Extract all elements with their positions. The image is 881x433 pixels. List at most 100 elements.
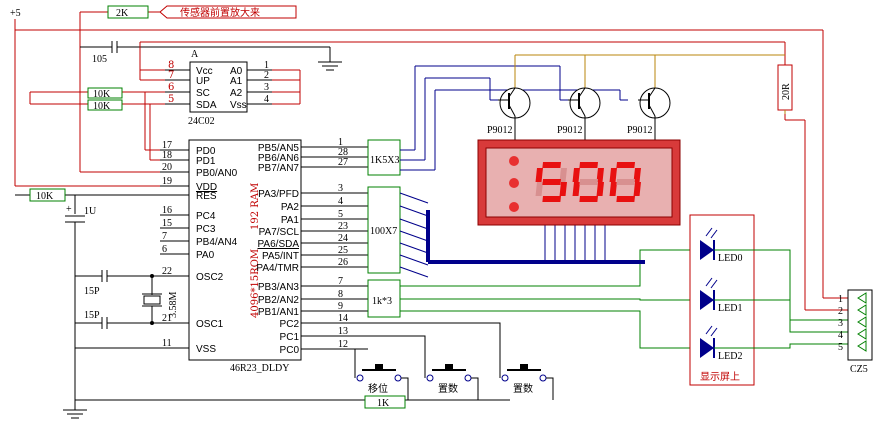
resistor-10k-a — [87, 87, 123, 99]
bus-entry — [399, 218, 429, 230]
junction-osc1 — [150, 321, 154, 325]
network-1k5x3 — [367, 139, 401, 176]
led-return-wire — [714, 249, 848, 321]
segment-g — [542, 179, 562, 185]
led-return-wire — [714, 299, 848, 333]
push-button[interactable] — [368, 335, 479, 400]
eeprom-pin-label: A2 — [230, 88, 243, 99]
eeprom-pin-label: SDA — [196, 100, 217, 111]
segment-b — [596, 168, 604, 182]
eeprom-part: 24C02 — [188, 116, 215, 127]
led-drive-wire — [400, 310, 700, 349]
segment-a — [579, 162, 598, 168]
mcu-pin-label: PA6/SDA — [258, 239, 300, 250]
connector-pin-number: 2 — [838, 306, 843, 317]
ground-symbol-bottom — [63, 400, 87, 419]
eeprom-pin-number: 5 — [168, 94, 174, 105]
eeprom-pin-label: Vcc — [196, 66, 213, 77]
ground-symbol-top — [318, 47, 342, 71]
network-100x7 — [367, 186, 401, 274]
bus-entry — [399, 254, 429, 266]
connector-pin — [857, 340, 867, 352]
resistor-1k — [364, 395, 406, 409]
eeprom-pin-label: A1 — [230, 76, 243, 87]
connector-pin-number: 4 — [838, 330, 843, 341]
display-dot-3 — [509, 202, 519, 212]
mcu-part: 46R23_DLDY — [230, 363, 289, 374]
led-label: LED2 — [718, 351, 742, 362]
mcu-pin-number: 16 — [162, 205, 172, 216]
sensor-input-label: 传感器前置放大来 — [180, 6, 260, 19]
mcu-pin-label: VSS — [196, 344, 216, 355]
eeprom-pin-label: Vss — [230, 100, 247, 111]
connector-pin-number: 1 — [838, 294, 843, 305]
connector-pin-number: 3 — [838, 318, 843, 329]
eeprom-pin-number: 8 — [168, 60, 174, 71]
led-drive-wire — [400, 298, 700, 301]
buttons: 移位 置数 置数 — [354, 322, 554, 400]
resistor-20r-wires — [140, 41, 848, 311]
eeprom-pin-label: UP — [196, 76, 210, 87]
button-label: 置数 — [513, 382, 533, 395]
mcu-pin-label: PC2 — [280, 319, 300, 330]
mcu-pin-number: 20 — [162, 162, 172, 173]
segment-e — [535, 182, 543, 196]
push-button[interactable] — [354, 348, 409, 400]
resistor-10k-b — [87, 99, 123, 111]
resistor-20r-label: 20R — [781, 83, 792, 100]
eeprom-pin-label: A0 — [230, 66, 243, 77]
transistor-supply — [514, 54, 786, 114]
mcu-pin-label: PC0 — [280, 345, 300, 356]
connector-cz5-label: CZ5 — [850, 364, 868, 375]
display-digits — [535, 162, 641, 202]
transistor-drive-wires — [400, 65, 628, 171]
mcu-pin-number: 15 — [162, 218, 172, 229]
resistor-2k-label: 2K — [116, 8, 129, 19]
mcu-pin-label: OSC1 — [196, 319, 224, 330]
mcu-pin-number: 11 — [162, 338, 172, 349]
mcu-pin-number: 26 — [338, 257, 348, 268]
eeprom-pin-number: 7 — [168, 70, 174, 81]
eeprom-pin-number: 3 — [264, 82, 269, 93]
mcu-pin-number: 7 — [338, 276, 343, 287]
resistor-10k-a-label: 10K — [93, 89, 111, 100]
transistor-label: P9012 — [627, 125, 653, 136]
cap-1u-plus: + — [66, 204, 72, 215]
segment-f — [609, 168, 617, 182]
transistor-p9012 — [498, 87, 531, 140]
sensor-input-port — [159, 5, 297, 19]
mcu-pin-number: 22 — [162, 266, 172, 277]
mcu-pin-number: 7 — [162, 231, 167, 242]
resistor-10k-b-label: 10K — [93, 101, 111, 112]
bus-entry — [399, 192, 429, 204]
segment-f — [535, 168, 543, 182]
resistor-2k — [107, 5, 149, 19]
mcu-pin-label: PA4/TMR — [256, 263, 299, 274]
led-return-wire — [714, 343, 848, 349]
push-button[interactable] — [368, 322, 554, 400]
mcu-pin-number: 12 — [338, 339, 348, 350]
bus-entry — [399, 266, 429, 278]
button-label: 移位 — [368, 382, 388, 395]
segment-c — [633, 182, 641, 196]
power-rail — [14, 19, 848, 299]
resistor-1k-label: 1K — [377, 398, 390, 409]
mcu-pin-label: PB0/AN0 — [196, 168, 238, 179]
mcu-pin-number: 6 — [162, 244, 167, 255]
crystal-label: 3.58M — [168, 292, 179, 319]
transistor-p9012 — [638, 87, 671, 140]
mcu-pin-label: PC3 — [196, 224, 216, 235]
oscillator-network — [75, 270, 510, 401]
mcu-pin-label: PC1 — [280, 332, 300, 343]
cap-105 — [80, 41, 330, 53]
button-label: 置数 — [438, 382, 458, 395]
mcu-pin-label: PA3/PFD — [258, 189, 299, 200]
mcu-pin-number: 23 — [338, 221, 348, 232]
bus-entry — [399, 205, 429, 217]
eeprom-ref: A — [191, 49, 199, 60]
mcu-pin-label: OSC2 — [196, 272, 224, 283]
segment-e — [609, 182, 617, 196]
